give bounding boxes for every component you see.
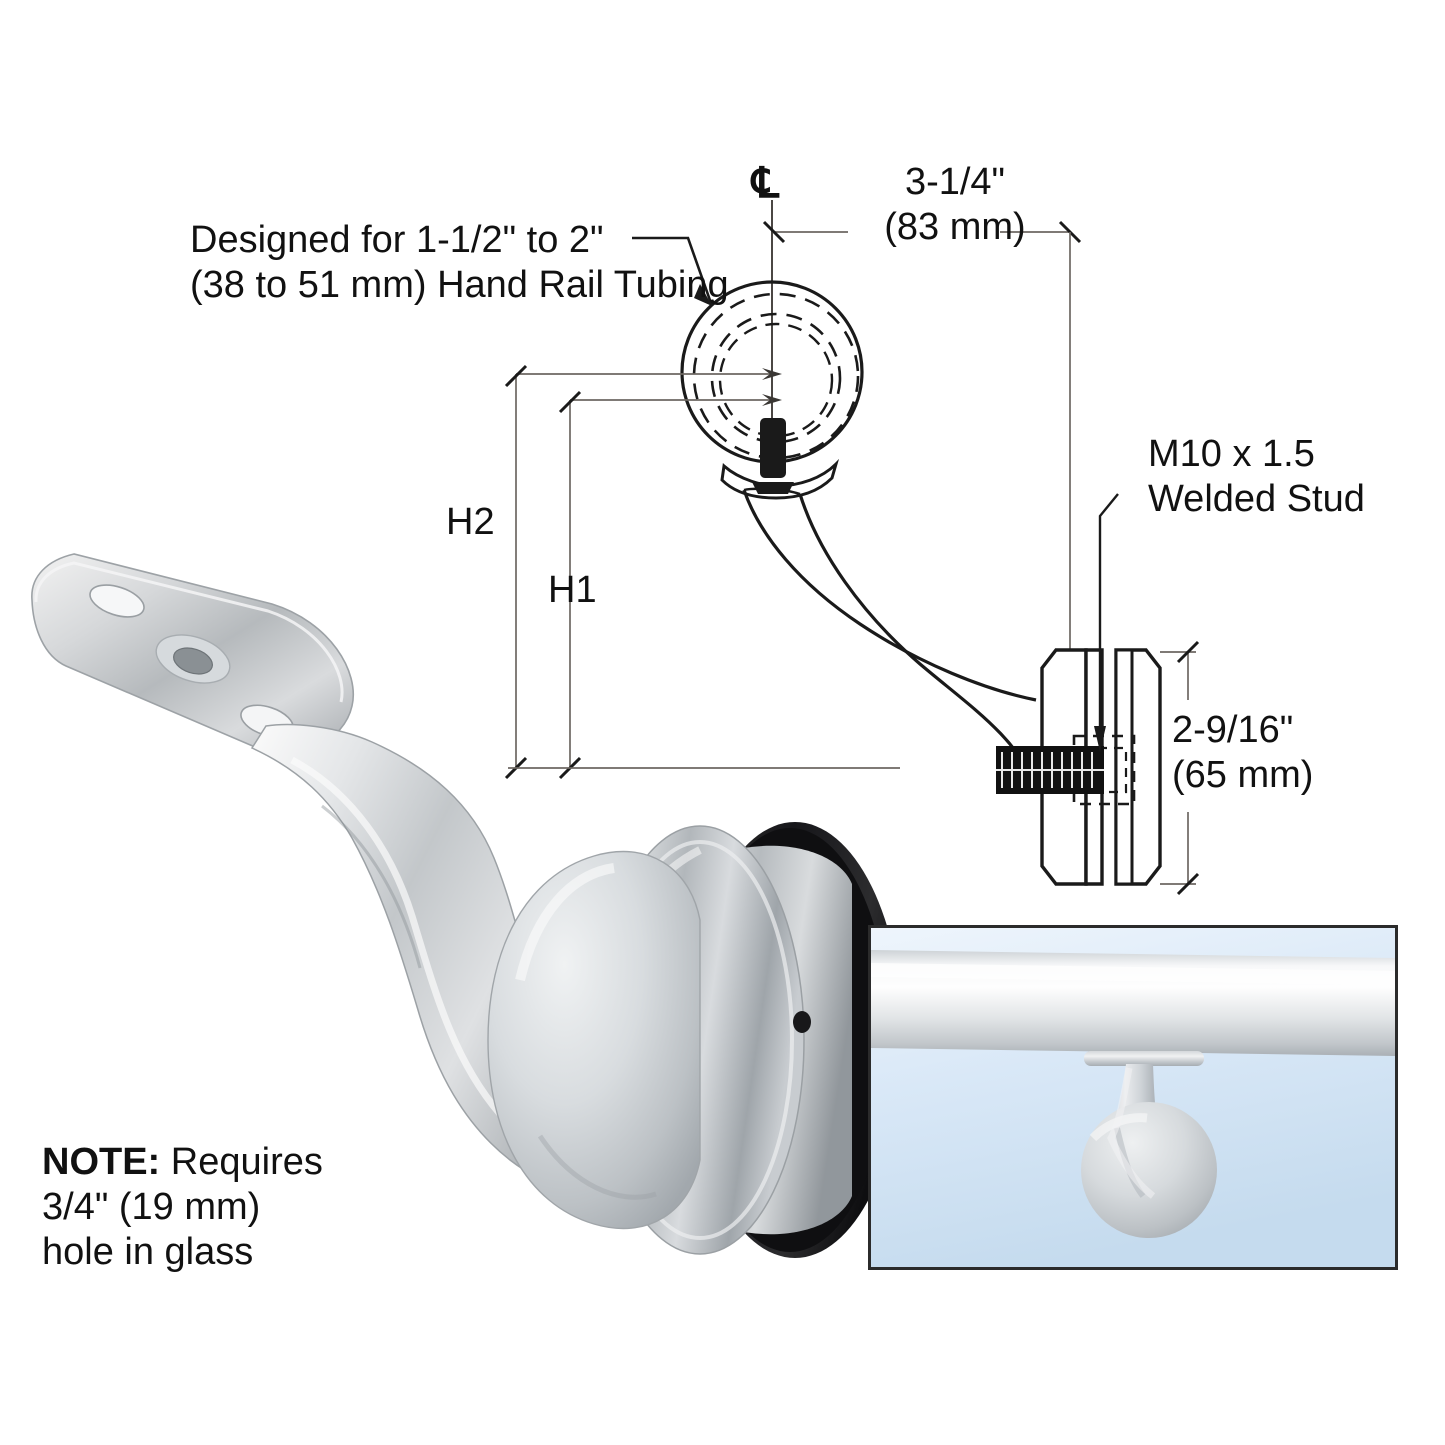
dimension-thickness-65mm <box>1160 640 1200 896</box>
dimension-width-mm: (83 mm) <box>884 205 1026 248</box>
conical-hub <box>487 850 701 1230</box>
thickness-label: 2-9/16" (65 mm) <box>1172 708 1313 798</box>
note-line3: hole in glass <box>42 1230 254 1273</box>
dimension-width-83mm <box>762 220 1082 652</box>
bracket-saddle-plate <box>31 553 354 754</box>
installation-photo <box>868 925 1398 1270</box>
tubing-note: Designed for 1-1/2" to 2" (38 to 51 mm) … <box>190 218 729 308</box>
thickness-mm: (65 mm) <box>1172 753 1314 796</box>
welded-stud <box>996 746 1104 794</box>
glass-mount-plates <box>996 648 1162 886</box>
welded-stud-label: M10 x 1.5 Welded Stud <box>1148 432 1365 522</box>
saddle-hole-top <box>89 584 145 618</box>
saddle-bar <box>1084 1051 1204 1066</box>
set-screw <box>793 1011 811 1033</box>
glass-mount-flange <box>487 822 903 1258</box>
tubing-leader-line <box>632 236 714 307</box>
installation-note: NOTE: Requires 3/4" (19 mm) hole in glas… <box>42 1140 323 1274</box>
dimension-h1-label: H1 <box>548 569 597 611</box>
note-line1: Requires <box>160 1141 323 1183</box>
thickness-inches: 2-9/16" <box>1172 709 1294 751</box>
base-disc <box>1081 1102 1217 1238</box>
stud-leader-line <box>1094 493 1119 752</box>
dimension-width-inches: 3-1/4" <box>904 161 1006 203</box>
bracket-arm-lineart <box>742 487 1040 791</box>
stud-type: Welded Stud <box>1148 477 1365 520</box>
dimension-h2 <box>504 364 528 780</box>
stud-spec: M10 x 1.5 <box>1148 433 1315 475</box>
tubing-note-line1: Designed for 1-1/2" to 2" <box>190 219 604 261</box>
tubing-note-line2: (38 to 51 mm) Hand Rail Tubing <box>190 263 729 306</box>
note-line2: 3/4" (19 mm) <box>42 1185 261 1228</box>
dimension-h2-label: H2 <box>446 501 495 543</box>
centerline-symbol: ℄ <box>752 159 779 206</box>
saddle-hole-center <box>173 647 213 675</box>
saddle-bolt <box>760 418 786 478</box>
note-prefix: NOTE: <box>42 1141 161 1183</box>
dimension-width-label: 3-1/4" (83 mm) <box>845 160 1065 250</box>
